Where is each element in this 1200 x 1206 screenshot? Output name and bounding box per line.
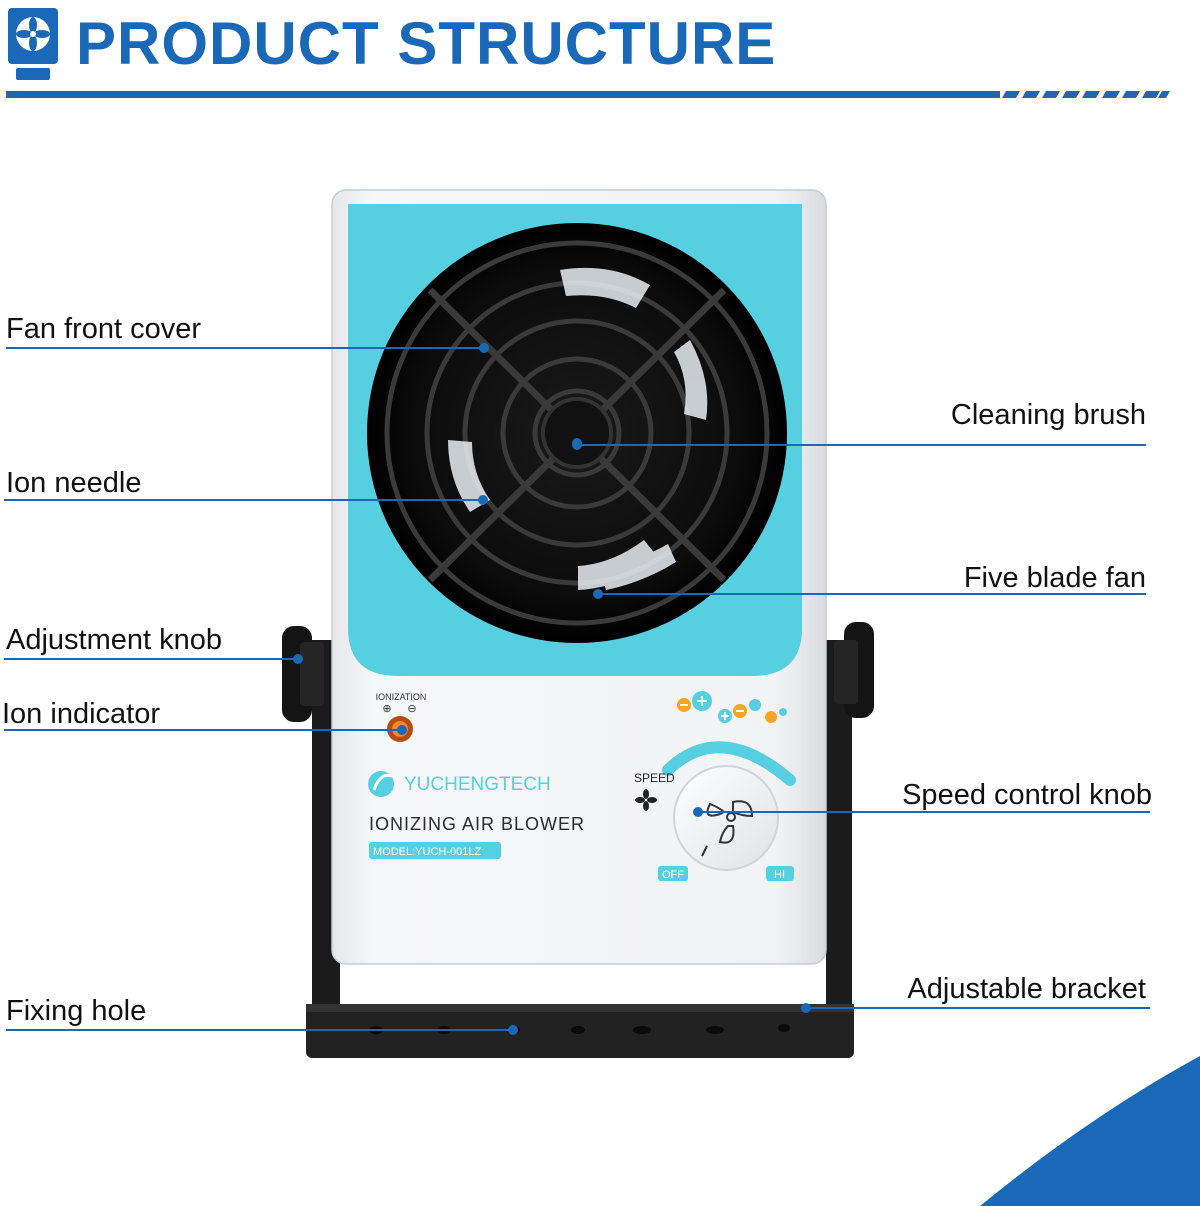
product-name: IONIZING AIR BLOWER [369,814,585,834]
callout-fan-front-cover: Fan front cover [6,313,202,345]
hi-label: HI [774,869,785,881]
speed-control: SPEED OFF HI [634,741,796,881]
page-title: PRODUCT STRUCTURE [76,10,777,77]
five-blade-fan [448,267,708,590]
off-label: OFF [662,869,684,881]
fan-front-cover [367,223,787,643]
callout-ion-needle: Ion needle [6,467,142,499]
adjustment-knob-left [282,626,324,722]
adjustment-knob-right [834,622,874,718]
ionization-label: IONIZATION [376,692,427,702]
knob-fan-icon [706,800,754,844]
callout-adjustment-knob: Adjustment knob [6,624,223,656]
brand-block: YUCHENGTECH IONIZING AIR BLOWER MODEL:YU… [368,771,585,859]
speed-label: SPEED [634,771,675,785]
brand-name: YUCHENGTECH [404,774,551,795]
callout-fixing-hole: Fixing hole [6,995,147,1027]
header-divider [6,91,1170,98]
ion-symbols [677,691,787,723]
callout-ion-indicator: Ion indicator [2,698,160,730]
model-label: MODEL:YUCH-001LZ [373,846,481,858]
polarity-plus: ⊕ [382,703,391,715]
callout-five-blade-fan: Five blade fan [963,562,1146,594]
polarity-minus: ⊖ [407,703,416,715]
adjustable-bracket [306,640,854,1058]
callout-adjustable-bracket: Adjustable bracket [907,973,1146,1005]
fan-icon [8,8,58,80]
callout-speed-control-knob: Speed control knob [902,779,1152,811]
speed-fan-icon [635,789,657,811]
fixing-holes [369,1024,790,1034]
decorative-corner-swoosh [980,1056,1200,1206]
callout-cleaning-brush: Cleaning brush [950,399,1146,431]
